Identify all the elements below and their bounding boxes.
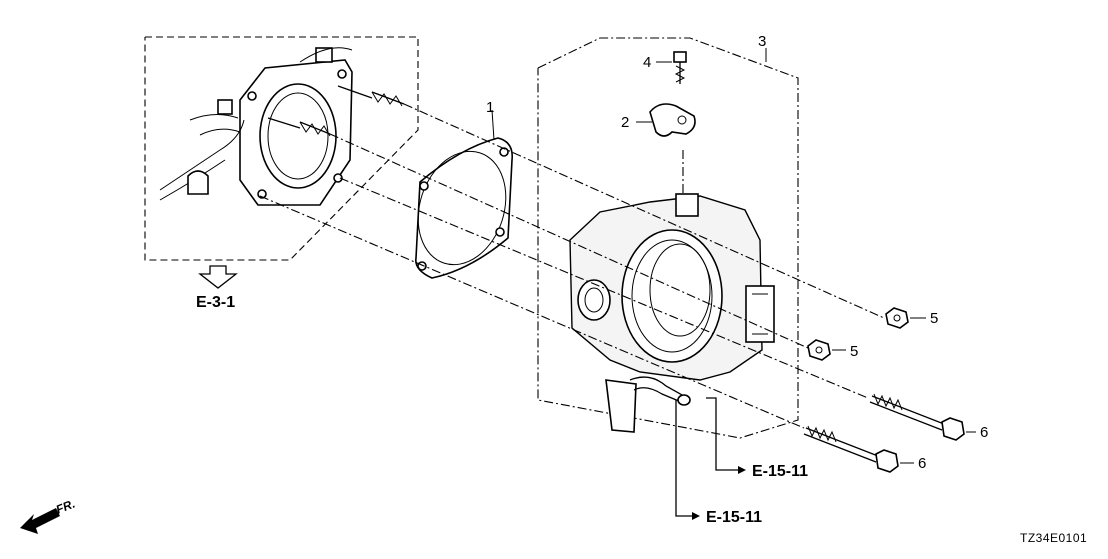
nut-5-lower <box>807 339 831 361</box>
callout-6-lower: 6 <box>918 455 926 472</box>
assembly-boundary <box>537 37 799 439</box>
flange-hole <box>337 69 347 79</box>
nut-part-5-upper: 5 <box>885 307 938 329</box>
manifold-stud-upper <box>337 85 405 107</box>
reference-e-15-11-lower-label[interactable]: E-15-11 <box>706 509 762 526</box>
front-arrow-icon <box>20 508 60 534</box>
flange-hole <box>333 173 343 183</box>
throttle-side-port <box>577 279 611 321</box>
callout-5-lower: 5 <box>850 343 858 360</box>
reference-e-15-11-upper[interactable]: E-15-11 <box>706 397 808 480</box>
electrical-connector <box>745 285 775 343</box>
callout-2: 2 <box>621 114 629 131</box>
arrow-right-icon <box>692 512 700 520</box>
callout-6-upper: 6 <box>980 424 988 441</box>
reference-e-3-1[interactable]: E-3-1 <box>196 265 238 311</box>
bolt-6-lower-head <box>875 449 899 473</box>
flange-hole <box>247 91 257 101</box>
gasket-part-1: 1 <box>415 99 514 279</box>
manifold-dashed-frame <box>144 36 419 261</box>
manifold-bore <box>259 83 337 189</box>
coolant-fitting <box>605 379 637 433</box>
reference-e-15-11-upper-label[interactable]: E-15-11 <box>752 463 808 480</box>
throttle-body-assembly: 3 <box>537 33 799 439</box>
bolt-part-6-upper: 6 <box>869 393 988 441</box>
manifold-side-nut <box>217 99 233 115</box>
bracket-2 <box>649 103 696 137</box>
bolt-6-upper-head <box>941 417 965 441</box>
arrow-right-icon <box>738 466 746 474</box>
screw-part-4: 4 <box>643 51 687 84</box>
callout-3: 3 <box>758 33 766 50</box>
front-direction-indicator: FR. <box>20 497 77 534</box>
reference-e-3-1-label[interactable]: E-3-1 <box>196 294 235 311</box>
nut-part-5-lower: 5 <box>807 339 858 361</box>
gasket <box>415 137 514 279</box>
manifold-stud-lower <box>267 117 331 137</box>
nut-5-upper <box>885 307 909 329</box>
screw-4-head <box>673 51 687 63</box>
reference-e-15-11-lower[interactable]: E-15-11 <box>675 400 762 526</box>
alignment-lines <box>259 103 885 429</box>
hollow-down-arrow-icon <box>198 265 238 289</box>
front-arrow-label: FR. <box>54 497 77 517</box>
callout-5-upper: 5 <box>930 310 938 327</box>
bolt-part-6-lower: 6 <box>803 425 926 473</box>
throttle-bore <box>621 229 723 363</box>
sensor-boss <box>675 193 699 217</box>
diagram-id: TZ34E0101 <box>1020 531 1087 545</box>
bracket-part-2: 2 <box>621 103 696 137</box>
callout-1: 1 <box>486 99 494 116</box>
manifold-boss <box>187 170 209 195</box>
callout-4: 4 <box>643 54 651 71</box>
intake-manifold-section <box>144 36 419 261</box>
